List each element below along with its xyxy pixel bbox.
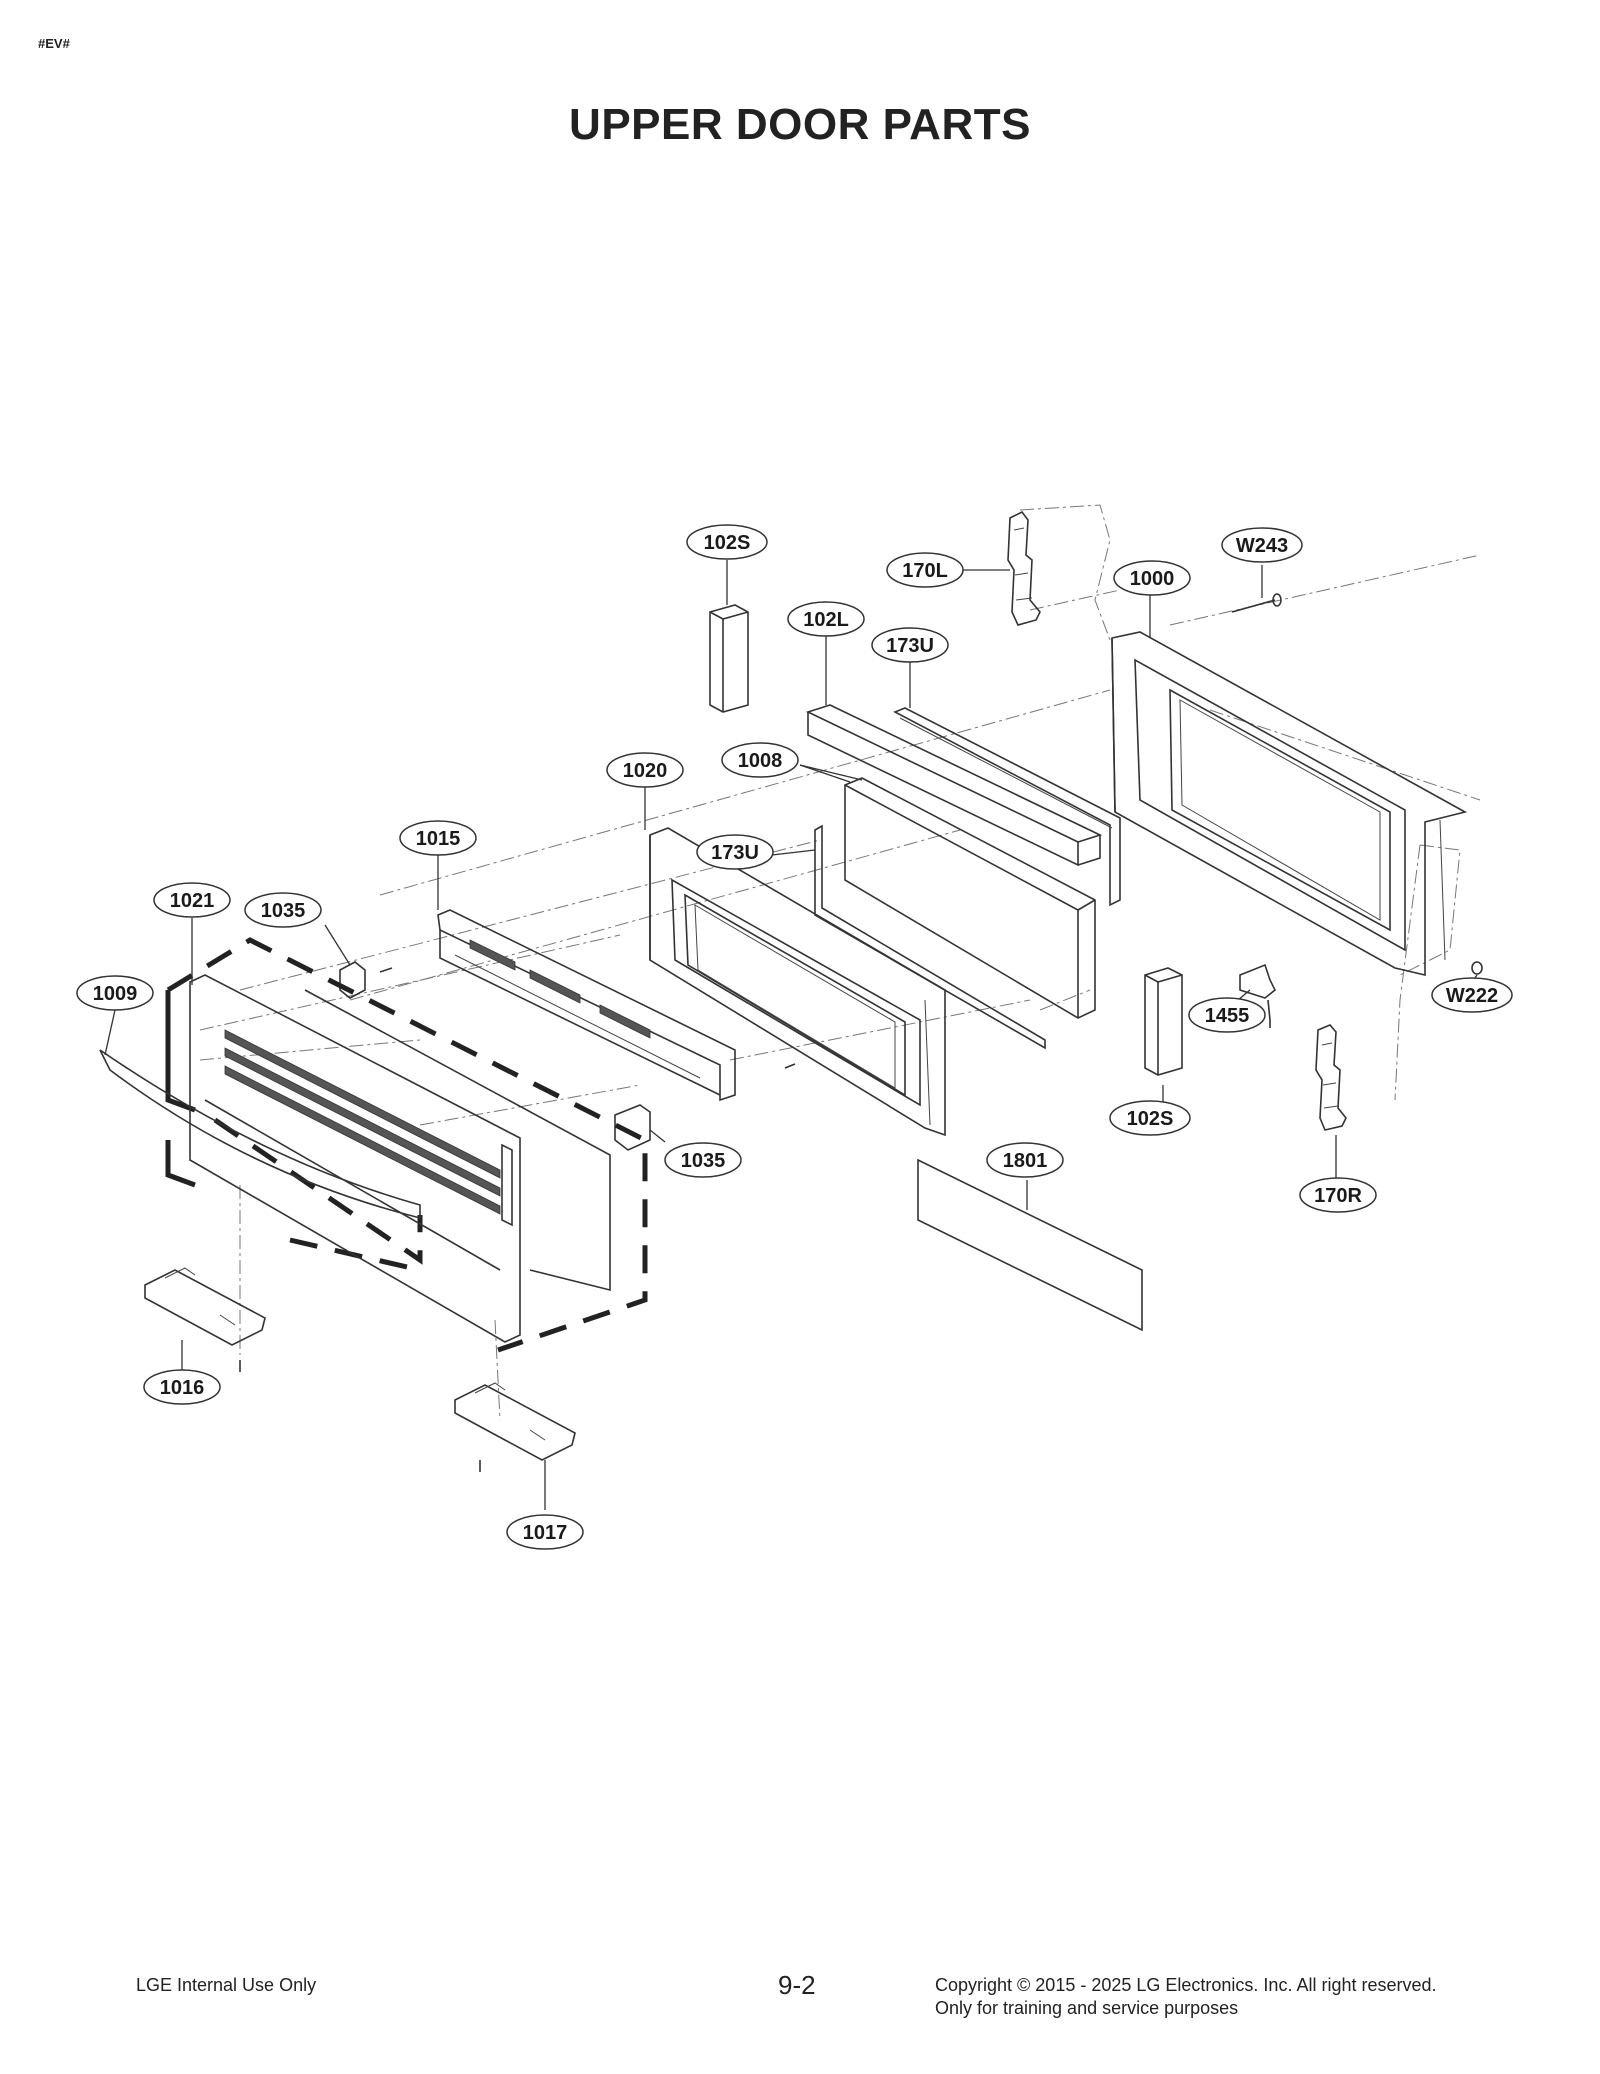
construction-lines [199,504,1481,1421]
svg-text:170R: 170R [1314,1185,1362,1207]
part-1009-handle [99,1049,421,1220]
part-102S-block-top [709,604,749,713]
training-note: Only for training and service purposes [935,1998,1239,2018]
part-102L-block [805,704,1103,867]
callout-1000: 1000 [1113,560,1191,596]
svg-text:102S: 102S [704,532,751,554]
part-1801-label [917,1158,1143,1332]
callout-W222: W222 [1431,977,1513,1013]
part-173U-gasket-mid [814,824,1046,1050]
svg-text:1455: 1455 [1205,1005,1250,1027]
svg-text:W243: W243 [1236,535,1288,557]
svg-text:1000: 1000 [1130,568,1175,590]
callout-1035-top: 1035 [244,892,322,928]
callout-1455: 1455 [1188,997,1266,1033]
callout-1008: 1008 [721,742,799,778]
svg-text:1008: 1008 [738,750,783,772]
svg-text:173U: 173U [886,635,934,657]
callout-170L: 170L [886,552,964,588]
door-front-panel [189,974,611,1343]
svg-text:W222: W222 [1446,985,1498,1007]
copyright-line: Copyright © 2015 - 2025 LG Electronics. … [935,1975,1437,1995]
footer-internal-note: LGE Internal Use Only [136,1975,317,1995]
svg-text:1035: 1035 [681,1150,726,1172]
callout-1035-bottom: 1035 [664,1142,742,1178]
part-1020-door-frame [649,827,946,1137]
svg-text:102L: 102L [803,609,849,631]
callout-1021: 1021 [153,882,231,918]
svg-text:1009: 1009 [93,983,138,1005]
part-170R-hinge [1315,1024,1347,1131]
part-1021-outer-glass [165,937,648,1353]
part-W222-screw [1471,961,1483,975]
part-1015-bracket [437,909,736,1102]
part-1017-cover [454,1382,576,1472]
callout-1020: 1020 [606,752,684,788]
callout-173U-mid: 173U [696,834,774,870]
callout-102S-bottom: 102S [1109,1100,1191,1136]
svg-text:173U: 173U [711,842,759,864]
document-tag: #EV# [38,36,70,51]
part-1016-cover [144,1267,266,1372]
part-1455-bracket [1239,963,1277,1021]
page-number: 9-2 [778,1970,816,2000]
callout-1015: 1015 [399,820,477,856]
svg-text:1017: 1017 [523,1522,568,1544]
callout-1017: 1017 [506,1514,584,1550]
callout-1009: 1009 [76,975,154,1011]
part-102S-block-bottom [1144,967,1183,1076]
svg-text:1801: 1801 [1003,1150,1048,1172]
callout-102S-top: 102S [686,524,768,560]
leader-lines [104,560,1478,1510]
svg-text:1021: 1021 [170,890,215,912]
svg-text:170L: 170L [902,560,948,582]
callout-W243: W243 [1221,527,1303,563]
page-title: UPPER DOOR PARTS [569,100,1031,149]
callout-170R: 170R [1299,1177,1377,1213]
part-1035-clip-bottom [614,1104,651,1151]
callout-102L: 102L [787,601,865,637]
svg-text:1015: 1015 [416,828,461,850]
misc-screws [379,967,1271,1069]
svg-text:1020: 1020 [623,760,668,782]
callout-173U-top: 173U [871,627,949,663]
svg-text:1035: 1035 [261,900,306,922]
callout-1016: 1016 [143,1369,221,1405]
callout-1801: 1801 [986,1142,1064,1178]
part-1035-clip-top [339,961,366,999]
footer-copyright: Copyright © 2015 - 2025 LG Electronics. … [935,1974,1437,2020]
svg-text:1016: 1016 [160,1377,205,1399]
part-W243-screw [1231,593,1282,613]
part-1000-door-inner [1111,631,1468,977]
part-173U-gasket-top [893,707,1121,907]
part-1008-glass [844,777,1096,1019]
svg-text:102S: 102S [1127,1108,1174,1130]
part-170L-hinge [1007,510,1041,626]
